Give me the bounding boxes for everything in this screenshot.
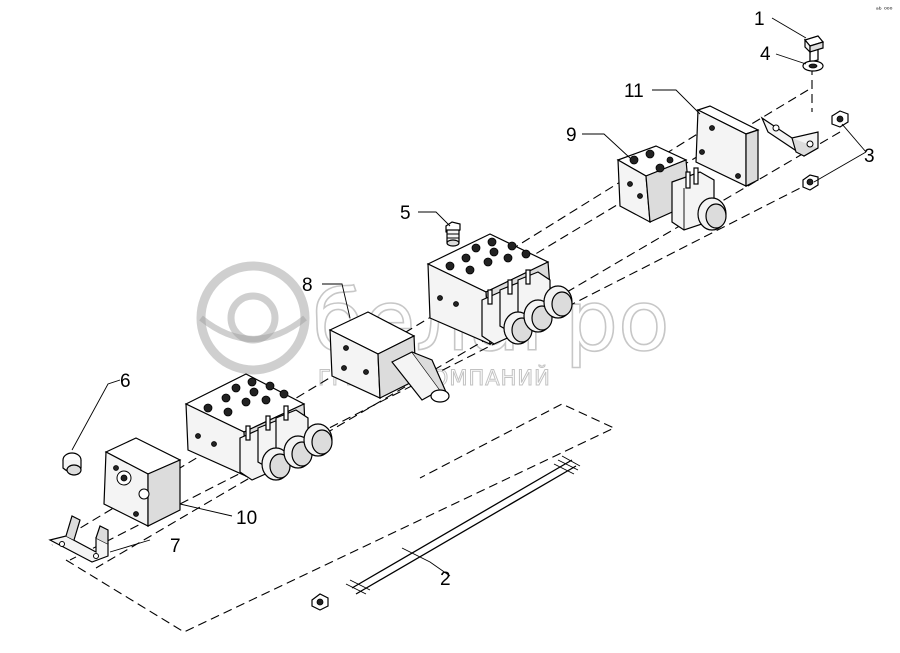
- callout-9: 9: [566, 125, 577, 146]
- part-3-nut-lower: [802, 174, 819, 191]
- valve-block-triple-left: [184, 373, 333, 481]
- part-6-plug: [62, 452, 82, 476]
- callout-5: 5: [400, 203, 411, 224]
- callout-10: 10: [236, 508, 257, 529]
- part-11-end-plate: [695, 105, 760, 187]
- callout-3: 3: [864, 146, 875, 167]
- valve-block-triple-middle: [426, 233, 573, 345]
- part-3-nut-upper: [831, 110, 849, 128]
- callout-6: 6: [120, 371, 131, 392]
- part-4-washer: [802, 60, 824, 72]
- part-10-end-cover: [103, 437, 182, 527]
- part-1-bolt: [803, 35, 825, 63]
- part-9-valve-section: [616, 145, 727, 231]
- callout-2: 2: [440, 569, 451, 590]
- part-5-fitting: [445, 221, 461, 247]
- part-7-bracket: [48, 515, 109, 563]
- leader-lines: [71, 17, 867, 577]
- corner-mark: ᵃᵇ ⁰⁰⁰: [876, 6, 893, 14]
- callout-8: 8: [302, 275, 313, 296]
- callout-11: 11: [624, 81, 644, 102]
- watermark-logo-icon: [196, 261, 310, 375]
- callout-labels: 1 2 3 4 5 6 7 8 9 10 11: [120, 9, 875, 590]
- part-8-inlet-section: [328, 311, 450, 403]
- callout-7: 7: [170, 536, 181, 557]
- bracket-right: [760, 116, 819, 157]
- part-2-tie-rod: [311, 455, 581, 611]
- callout-1: 1: [754, 9, 765, 30]
- callout-4: 4: [760, 44, 771, 65]
